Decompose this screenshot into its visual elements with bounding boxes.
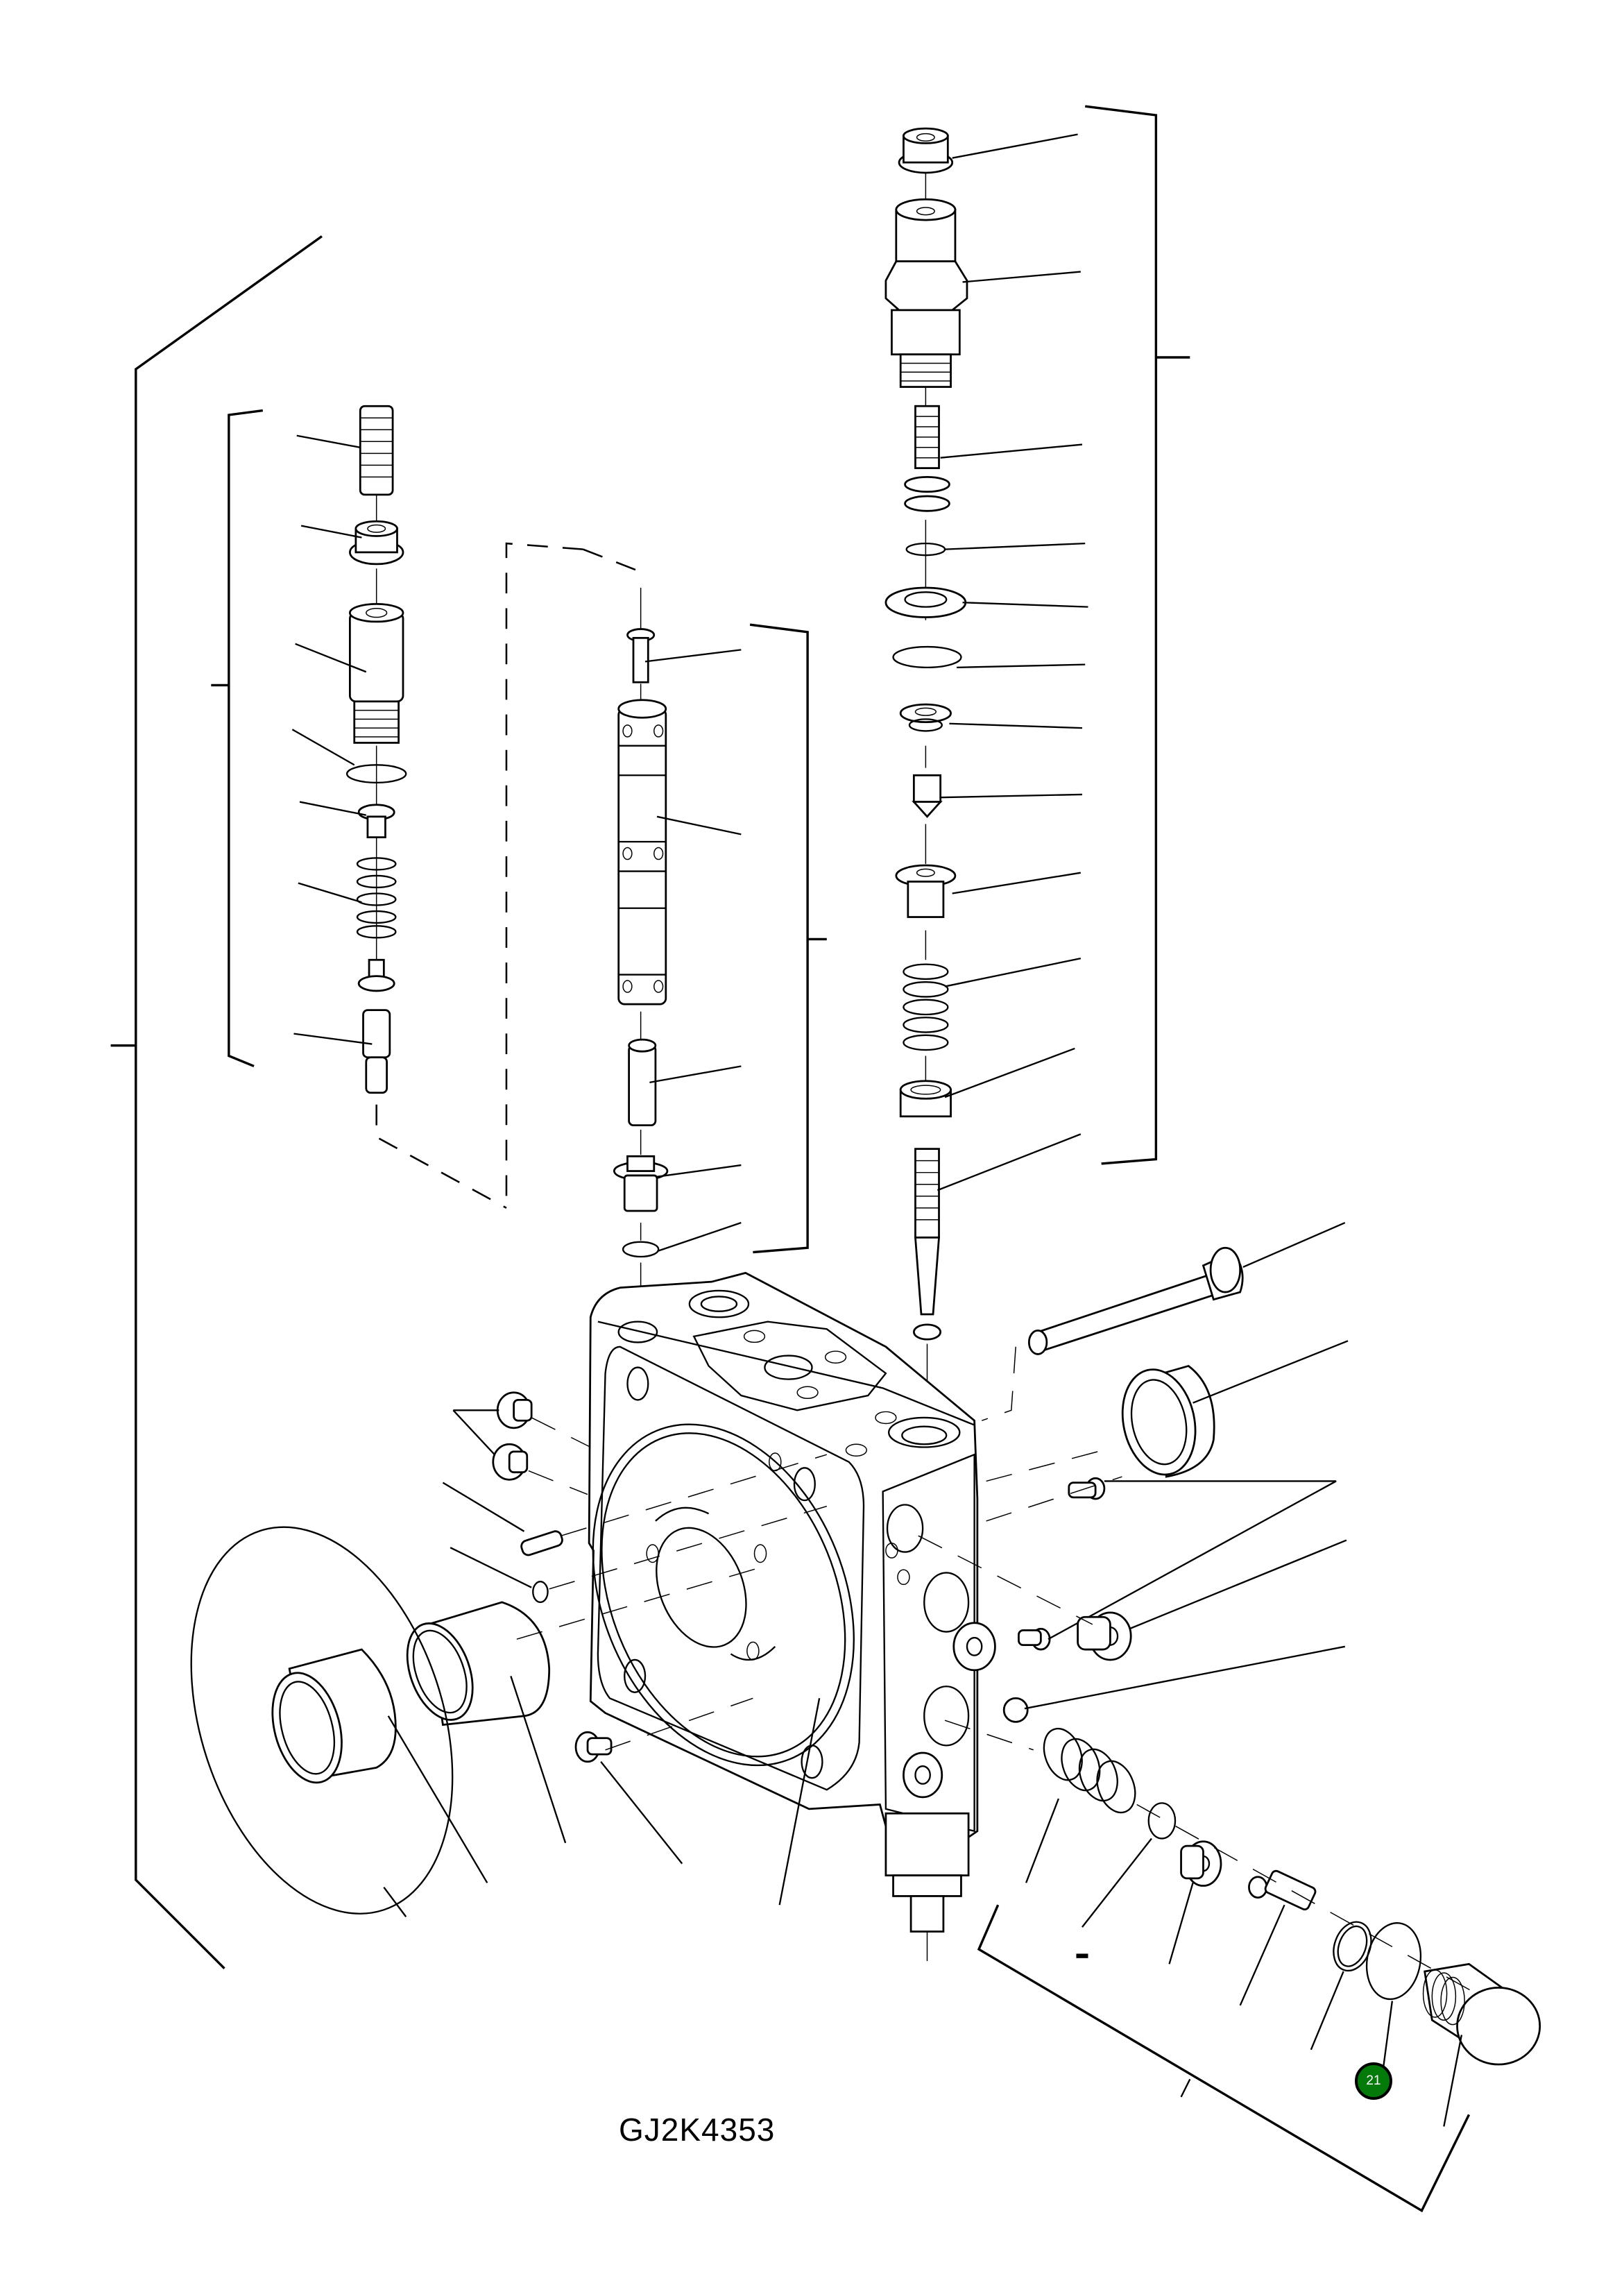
middle-spool-column: [613, 587, 742, 1307]
assembly-brackets: [110, 105, 1471, 2213]
valve-body: [588, 1271, 996, 1962]
left-valve-column: [291, 405, 407, 1094]
callout-badge-21[interactable]: 21: [1355, 2062, 1392, 2100]
left-loose-parts: [190, 1391, 827, 1917]
callout-number: 21: [1366, 2073, 1381, 2088]
right-loose-parts: [918, 1221, 1541, 2127]
right-relief-valve-column: [884, 127, 1088, 1411]
drawing-code-label: GJ2K4353: [619, 2112, 776, 2148]
